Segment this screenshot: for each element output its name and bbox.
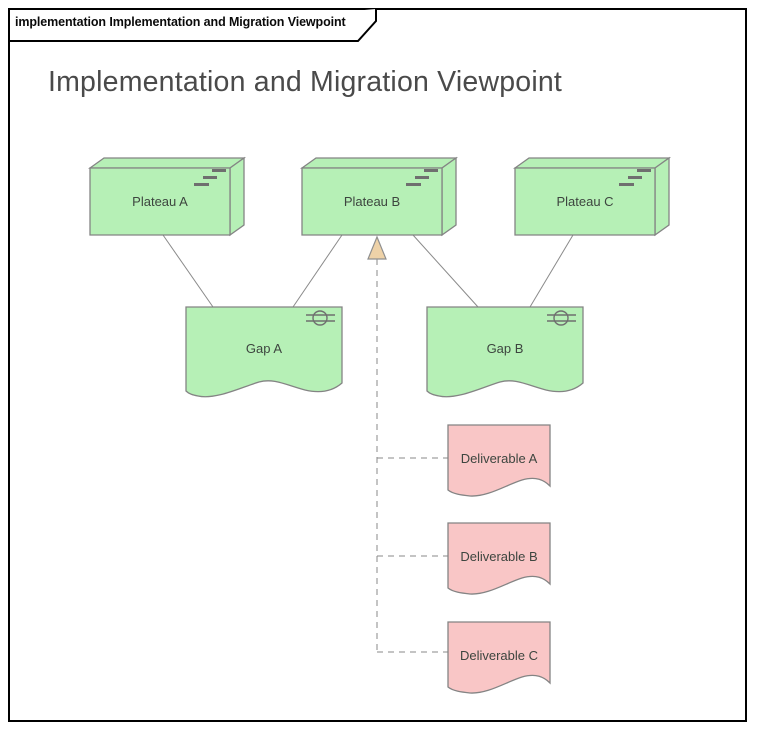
node-label: Plateau B [343,194,401,209]
frame-tab-label: implementation Implementation and Migrat… [15,15,346,29]
frame-tab [9,9,377,42]
plateau-steps-icon [194,169,226,186]
node-label: Gap B [486,340,524,356]
node-gap-b[interactable]: Gap B [426,306,584,399]
association-plateauB-gapA[interactable] [292,234,343,308]
node-deliverable-a[interactable]: Deliverable A [447,424,551,499]
node-label: Plateau C [556,194,614,209]
plateau-steps-icon [406,169,438,186]
node-deliverable-b[interactable]: Deliverable B [447,522,551,597]
plateau-steps-icon [619,169,651,186]
association-plateauA-gapA[interactable] [162,234,214,308]
association-plateauB-gapB[interactable] [412,234,479,308]
realization-connector-deliverables-plateauB[interactable] [367,235,448,653]
node-plateau-c[interactable]: Plateau C [512,156,672,237]
node-label: Gap A [245,340,283,356]
node-plateau-b[interactable]: Plateau B [299,156,459,237]
gap-circle-icon [306,310,335,326]
node-label: Deliverable B [460,548,538,564]
node-plateau-a[interactable]: Plateau A [87,156,247,237]
gap-circle-icon [547,310,576,326]
realization-arrowhead [367,235,387,260]
node-gap-a[interactable]: Gap A [185,306,343,399]
association-plateauC-gapB[interactable] [529,234,574,308]
diagram-frame [8,8,747,722]
node-label: Deliverable A [460,450,538,466]
node-label: Deliverable C [459,647,539,663]
node-label: Plateau A [132,194,188,209]
page-title: Implementation and Migration Viewpoint [48,66,563,98]
node-deliverable-c[interactable]: Deliverable C [447,621,551,696]
